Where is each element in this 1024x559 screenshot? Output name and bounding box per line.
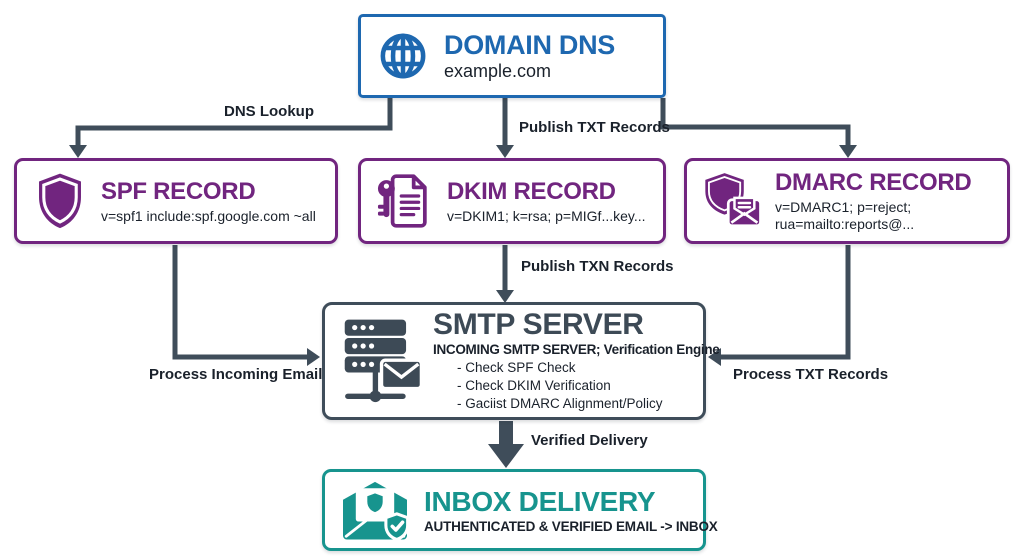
edge-label-publish-txn-records: Publish TXN Records xyxy=(521,258,674,275)
arrowhead-smtp-right xyxy=(708,348,721,366)
node-dmarc-record: DMARC RECORD v=DMARC1; p=reject; rua=mai… xyxy=(684,158,1010,244)
node-domain-dns: DOMAIN DNS example.com xyxy=(358,14,666,98)
edge-label-verified-delivery: Verified Delivery xyxy=(531,432,648,449)
dmarc-title: DMARC RECORD xyxy=(775,169,972,196)
arrowhead-smtp-top xyxy=(496,290,514,303)
node-inbox-delivery: INBOX DELIVERY AUTHENTICATED & VERIFIED … xyxy=(322,469,718,551)
smtp-check-dmarc: - Gaciist DMARC Alignment/Policy xyxy=(457,396,663,411)
edge-label-publish-txt-records: Publish TXT Records xyxy=(519,119,670,136)
shield-envelope-icon xyxy=(705,173,762,228)
dkim-record-value: v=DKIM1; k=rsa; p=MIGf...key... xyxy=(447,207,646,224)
spf-title: SPF RECORD xyxy=(101,177,256,205)
edge-label-process-txt-records: Process TXT Records xyxy=(733,366,889,383)
node-smtp-server: SMTP SERVER INCOMING SMTP SERVER; Verifi… xyxy=(322,302,720,420)
smtp-subtitle: INCOMING SMTP SERVER; Verification Engin… xyxy=(433,342,720,357)
smtp-title: SMTP SERVER xyxy=(433,308,644,341)
node-dkim-record: DKIM RECORD v=DKIM1; k=rsa; p=MIGf...key… xyxy=(358,158,666,244)
edge-label-dns-lookup: DNS Lookup xyxy=(224,103,314,120)
inbox-title: INBOX DELIVERY xyxy=(424,486,656,517)
arrowhead-smtp-left xyxy=(307,348,320,366)
server-network-icon xyxy=(344,319,423,403)
edge-label-process-incoming-email: Process Incoming Email xyxy=(149,366,323,383)
dkim-title: DKIM RECORD xyxy=(447,177,616,205)
dmarc-record-value-1: v=DMARC1; p=reject; xyxy=(775,199,912,215)
dmarc-record-value-2: rua=mailto:reports@... xyxy=(775,216,915,232)
dns-domain: example.com xyxy=(444,61,552,81)
smtp-check-dkim: - Check DKIM Verification xyxy=(457,378,611,393)
arrowhead-spf xyxy=(69,145,87,158)
arrowhead-dkim xyxy=(496,145,514,158)
globe-icon xyxy=(380,33,426,79)
key-document-icon xyxy=(377,174,427,228)
shield-icon xyxy=(39,173,81,229)
arrow-dns-to-spf xyxy=(75,98,393,146)
envelope-shield-check-icon xyxy=(343,481,410,542)
spf-record-value: v=spf1 include:spf.google.com ~all xyxy=(101,207,316,224)
arrowhead-inbox xyxy=(488,444,524,468)
dns-title: DOMAIN DNS xyxy=(444,30,615,60)
arrowhead-dmarc xyxy=(839,145,857,158)
arrow-dmarc-to-smtp xyxy=(720,245,851,360)
arrow-spf-to-smtp xyxy=(172,245,308,360)
smtp-check-spf: - Check SPF Check xyxy=(457,360,576,375)
arrow-dns-to-dmarc xyxy=(660,98,851,146)
inbox-subtitle: AUTHENTICATED & VERIFIED EMAIL -> INBOX xyxy=(424,519,718,534)
node-spf-record: SPF RECORD v=spf1 include:spf.google.com… xyxy=(14,158,338,244)
